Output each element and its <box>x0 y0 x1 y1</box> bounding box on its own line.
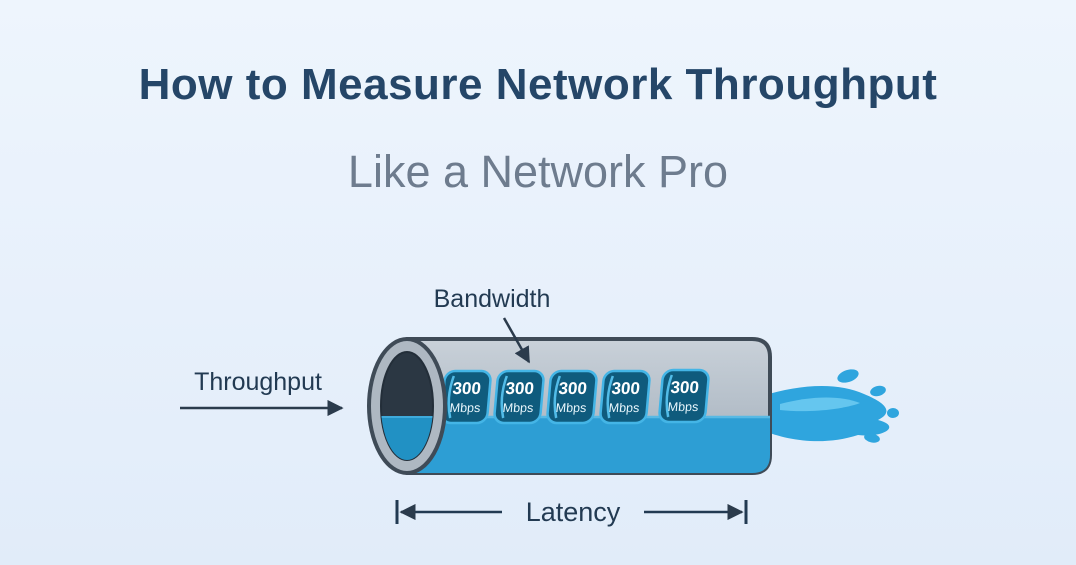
splash-main-shape <box>762 385 890 442</box>
packet-rim-icon <box>500 375 509 419</box>
packet: 300 Mbps <box>599 369 651 425</box>
pipe-diagram: 300 Mbps 300 Mbps 300 Mbps 300 Mbps <box>180 285 899 527</box>
splash-highlight <box>780 397 860 412</box>
latency-label: Latency <box>526 497 621 527</box>
packet: 300 Mbps <box>658 368 710 424</box>
water-splash-icon <box>762 369 899 443</box>
packet-box <box>658 368 710 424</box>
packet-value: 300 <box>452 379 482 398</box>
packet-value: 300 <box>670 378 700 397</box>
splash-droplet <box>837 369 859 383</box>
packet-unit: Mbps <box>449 401 481 415</box>
packet: 300 Mbps <box>440 369 492 425</box>
bandwidth-label: Bandwidth <box>434 285 551 313</box>
pipe-opening <box>367 337 447 475</box>
page-subtitle: Like a Network Pro <box>347 146 729 197</box>
throughput-label: Throughput <box>194 368 322 396</box>
packet: 300 Mbps <box>493 369 545 425</box>
packet-unit: Mbps <box>555 401 587 415</box>
packet-unit: Mbps <box>667 400 699 414</box>
packet: 300 Mbps <box>546 369 598 425</box>
packet-value: 300 <box>558 379 588 398</box>
bandwidth-arrow-icon <box>502 317 531 364</box>
packet-group: 300 Mbps 300 Mbps 300 Mbps 300 Mbps <box>440 368 710 425</box>
packet-unit: Mbps <box>502 401 534 415</box>
packet-unit: Mbps <box>608 401 640 415</box>
packet-box <box>493 369 545 425</box>
packet-rim-icon <box>447 375 456 419</box>
page-title: How to Measure Network Throughput <box>138 60 938 109</box>
packet-rim-icon <box>606 375 615 419</box>
packet-value: 300 <box>611 379 641 398</box>
packet-rim-icon <box>665 374 674 418</box>
packet-value: 300 <box>505 379 535 398</box>
packet-rim-icon <box>553 375 562 419</box>
splash-droplet <box>887 408 899 418</box>
packet-box <box>546 369 598 425</box>
splash-droplet <box>870 385 886 397</box>
packet-box <box>599 369 651 425</box>
latency-dimension <box>395 500 748 524</box>
splash-droplet <box>864 433 880 443</box>
pipe-water <box>407 417 770 473</box>
